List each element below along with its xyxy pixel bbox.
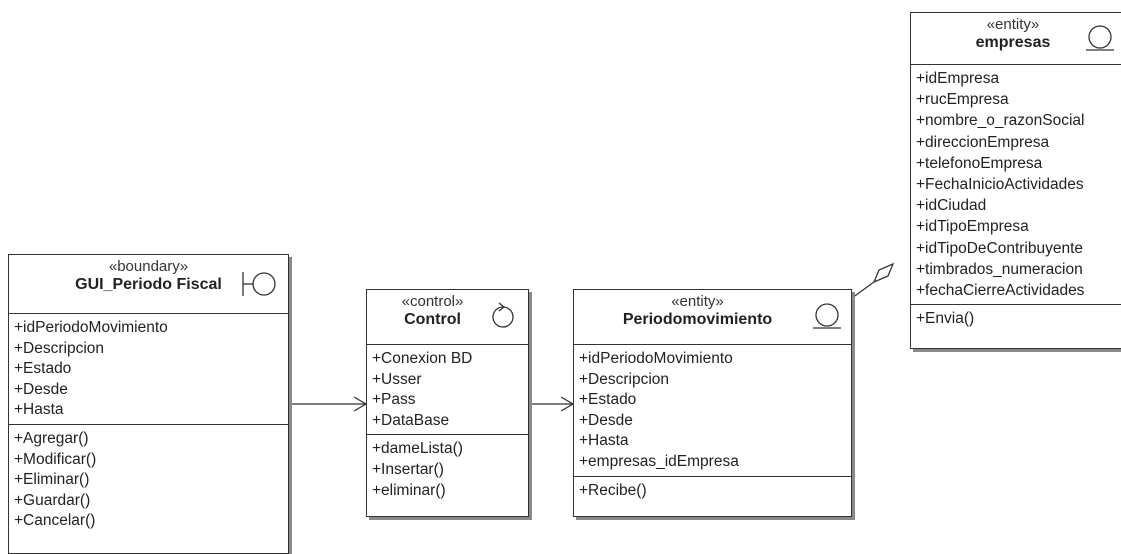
attribute: +idTipoDeContribuyente: [916, 239, 1084, 257]
attribute: +empresas_idEmpresa: [579, 452, 739, 470]
operation: +Insertar(): [372, 460, 444, 478]
attribute: +FechaInicioActividades: [916, 176, 1084, 194]
attribute: +Hasta: [579, 432, 629, 450]
operation: +Cancelar(): [14, 512, 96, 530]
class-empresas[interactable]: «entity» empresas +idEmpresa +rucEmpresa…: [910, 12, 1121, 349]
class-gui-periodo-fiscal[interactable]: «boundary» GUI_Periodo Fiscal +idPeriodo…: [8, 254, 289, 554]
attribute: +Estado: [14, 360, 72, 378]
stereotype-label: «entity»: [671, 293, 724, 310]
attribute: +Descripcion: [579, 370, 670, 388]
attribute: +idCiudad: [916, 197, 987, 215]
entity-icon: [813, 303, 841, 329]
attribute: +idPeriodoMovimiento: [14, 319, 168, 336]
class-header: «entity» empresas: [911, 13, 1121, 65]
attributes-section: +idEmpresa +rucEmpresa +nombre_o_razonSo…: [911, 65, 1121, 306]
stereotype-label: «control»: [401, 293, 464, 310]
operation: +Guardar(): [14, 491, 91, 509]
class-control[interactable]: «control» Control +Conexion BD +Usser +P…: [366, 289, 529, 517]
attributes-section: +idPeriodoMovimiento +Descripcion +Estad…: [9, 314, 288, 425]
attribute: +idEmpresa: [916, 70, 1000, 87]
operation: +Modificar(): [14, 450, 97, 468]
attribute: +Hasta: [14, 401, 64, 419]
attribute: +idPeriodoMovimiento: [579, 350, 733, 367]
attribute: +direccionEmpresa: [916, 133, 1050, 151]
attribute: +fechaCierreActividades: [916, 282, 1085, 300]
class-name: Periodomovimiento: [622, 311, 773, 328]
stereotype-label: «boundary»: [108, 258, 189, 275]
boundary-icon: [242, 272, 276, 296]
operation: +Agregar(): [14, 429, 89, 447]
aggregation-periodo-empresas: [851, 262, 895, 299]
operations-section: +dameLista() +Insertar() +eliminar(): [367, 435, 528, 504]
class-name: Control: [404, 311, 461, 328]
attribute: +timbrados_numeracion: [916, 260, 1083, 278]
attribute: +nombre_o_razonSocial: [916, 112, 1085, 130]
operation: +dameLista(): [372, 440, 463, 458]
class-header: «boundary» GUI_Periodo Fiscal: [9, 255, 288, 314]
attribute: +Conexion BD: [372, 350, 473, 367]
control-icon: [492, 302, 514, 328]
attributes-section: +Conexion BD +Usser +Pass +DataBase: [367, 345, 528, 436]
attribute: +idTipoEmpresa: [916, 218, 1029, 236]
class-header: «control» Control: [367, 290, 528, 345]
attribute: +Estado: [579, 391, 637, 409]
attribute: +rucEmpresa: [916, 91, 1009, 109]
attribute: +Desde: [579, 411, 633, 429]
class-header: «entity» Periodomovimiento: [574, 290, 851, 345]
operation: +Envia(): [916, 310, 975, 328]
class-name: GUI_Periodo Fiscal: [75, 276, 222, 293]
operations-section: +Agregar() +Modificar() +Eliminar() +Gua…: [9, 425, 288, 535]
attribute: +Usser: [372, 370, 422, 388]
operations-section: +Envia(): [911, 305, 1121, 333]
attribute: +Pass: [372, 391, 416, 409]
entity-icon: [1086, 25, 1114, 51]
attributes-section: +idPeriodoMovimiento +Descripcion +Estad…: [574, 345, 851, 477]
attribute: +Descripcion: [14, 339, 105, 357]
class-periodomovimiento[interactable]: «entity» Periodomovimiento +idPeriodoMov…: [573, 289, 852, 517]
operations-section: +Recibe(): [574, 477, 851, 505]
association-control-periodo: [529, 396, 575, 412]
stereotype-label: «entity»: [986, 16, 1040, 33]
operation: +Recibe(): [579, 481, 647, 499]
class-name: empresas: [975, 34, 1051, 51]
attribute: +DataBase: [372, 411, 450, 429]
association-gui-control: [289, 396, 368, 412]
operation: +eliminar(): [372, 481, 446, 499]
attribute: +telefonoEmpresa: [916, 154, 1043, 172]
attribute: +Desde: [14, 380, 68, 398]
operation: +Eliminar(): [14, 471, 90, 489]
